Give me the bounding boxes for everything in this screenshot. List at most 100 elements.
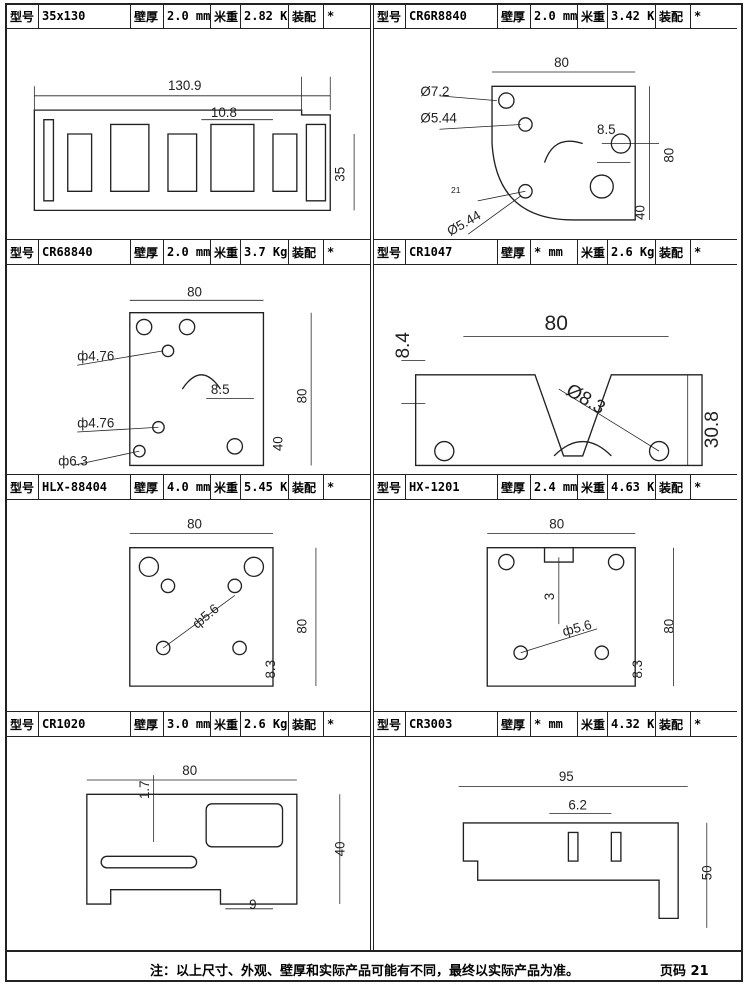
model-value: 35x130 (39, 4, 131, 28)
profile-outline (462, 822, 679, 920)
spec-header: 型号 HLX-88404 壁厚 4.0 mm 米重 5.45 Kg 装配 * (7, 474, 370, 500)
profile-outline (434, 440, 455, 462)
weight-label: 米重 (578, 4, 608, 28)
dimension-label: 10.8 (211, 105, 237, 120)
wall-value: 2.0 mm (164, 240, 211, 264)
weight-label: 米重 (211, 240, 241, 264)
model-label: 型号 (374, 4, 406, 28)
assembly-value: * (694, 480, 702, 494)
assembly-value: * (327, 480, 335, 494)
profile-outline (607, 553, 625, 571)
spec-header: 型号 CR68840 壁厚 2.0 mm 米重 3.7 Kg 装配 * (7, 239, 370, 265)
dimension-label: 80 (545, 312, 568, 335)
profile-outline (513, 645, 529, 661)
dimension-label: ф6.3 (58, 453, 88, 468)
dimension-label: 80 (661, 148, 676, 163)
dimension-label: 80 (554, 55, 569, 70)
dimension-label: ф5.6 (561, 617, 593, 639)
spec-header: 型号 35x130 壁厚 2.0 mm 米重 2.82 Kg 装配 * (7, 3, 370, 29)
model-value: CR6R8840 (406, 4, 498, 28)
dimension-label: 40 (633, 205, 648, 220)
dimension-label: 8.3 (630, 660, 645, 679)
dimension-line (86, 775, 341, 910)
profile-cell: 型号 CR3003 壁厚 * mm 米重 4.32 Kg 装配 * 956.25… (374, 711, 737, 947)
wall-label: 壁厚 (131, 240, 164, 264)
dimension-label: 40 (271, 436, 286, 451)
profile-outline (155, 640, 171, 656)
model-label: 型号 (374, 475, 406, 499)
page-number: 页码 21 (660, 964, 709, 979)
wall-label: 壁厚 (131, 475, 164, 499)
dimension-label: 80 (187, 285, 202, 300)
wall-label: 壁厚 (498, 240, 531, 264)
assembly-label: 装配 (289, 712, 324, 736)
assembly-value: * (327, 9, 335, 23)
profile-cell: 型号 CR68840 壁厚 2.0 mm 米重 3.7 Kg 装配 * 80 ф4… (7, 239, 370, 475)
model-value: CR1047 (406, 240, 498, 264)
assembly-value: * (694, 9, 702, 23)
dimension-label: 80 (294, 619, 309, 634)
model-value: HLX-88404 (39, 475, 131, 499)
weight-value: 2.6 Kg (608, 240, 656, 264)
profile-outline (243, 556, 265, 578)
dimension-label: 8.4 (393, 332, 414, 359)
profile-outline (553, 441, 612, 457)
profile-outline (414, 374, 703, 467)
wall-value: 3.0 mm (164, 712, 211, 736)
assembly-label: 装配 (289, 240, 324, 264)
profile-cell: 型号 CR6R8840 壁厚 2.0 mm 米重 3.42 Kg 装配 * 80… (374, 3, 737, 239)
dimension-label: 6.2 (568, 798, 587, 813)
dimension-label: Ø5.44 (444, 207, 484, 238)
dimension-label: 30.8 (702, 411, 723, 448)
model-value: CR68840 (39, 240, 131, 264)
wall-value: 2.0 mm (531, 4, 578, 28)
assembly-label: 装配 (289, 475, 324, 499)
model-value: HX-1201 (406, 475, 498, 499)
dimension-line (401, 336, 689, 466)
profile-outline (33, 109, 331, 212)
profile-outline (589, 174, 614, 199)
wall-label: 壁厚 (131, 4, 164, 28)
weight-value: 2.82 Kg (241, 4, 289, 28)
dimension-label: ф4.76 (77, 348, 114, 363)
assembly-value: * (327, 717, 335, 731)
assembly-value: * (694, 245, 702, 259)
model-label: 型号 (7, 4, 39, 28)
profile-outline (518, 117, 533, 132)
model-label: 型号 (7, 475, 39, 499)
dimension-label: Ø7.2 (420, 84, 449, 99)
footer: 注：以上尺寸、外观、壁厚和实际产品可能有不同，最终以实际产品为准。 页码 21 (5, 950, 743, 984)
wall-value: * mm (531, 240, 578, 264)
profile-outline (135, 318, 153, 336)
weight-label: 米重 (578, 712, 608, 736)
profile-outline (205, 803, 284, 848)
assembly-label: 装配 (289, 4, 324, 28)
dimension-label: 50 (700, 865, 715, 880)
dimension-label: 8.5 (211, 382, 230, 397)
profile-outline (594, 645, 610, 661)
profile-outline (226, 438, 244, 455)
dimension-line (439, 71, 660, 235)
profile-svg: 956.250 (458, 769, 715, 928)
profile-cell: 型号 HX-1201 壁厚 2.4 mm 米重 4.63 Kg 装配 * 803… (374, 474, 737, 710)
assembly-value: * (694, 717, 702, 731)
dimension-label: 80 (294, 389, 309, 404)
model-value: CR1020 (39, 712, 131, 736)
profile-outline (129, 312, 265, 467)
dimension-label: 21 (451, 185, 461, 195)
dimension-label: 130.9 (168, 78, 201, 93)
assembly-label: 装配 (656, 475, 691, 499)
weight-value: 5.45 Kg (241, 475, 289, 499)
dimension-label: 8.3 (263, 660, 278, 679)
weight-label: 米重 (211, 4, 241, 28)
weight-value: 2.6 Kg (241, 712, 289, 736)
